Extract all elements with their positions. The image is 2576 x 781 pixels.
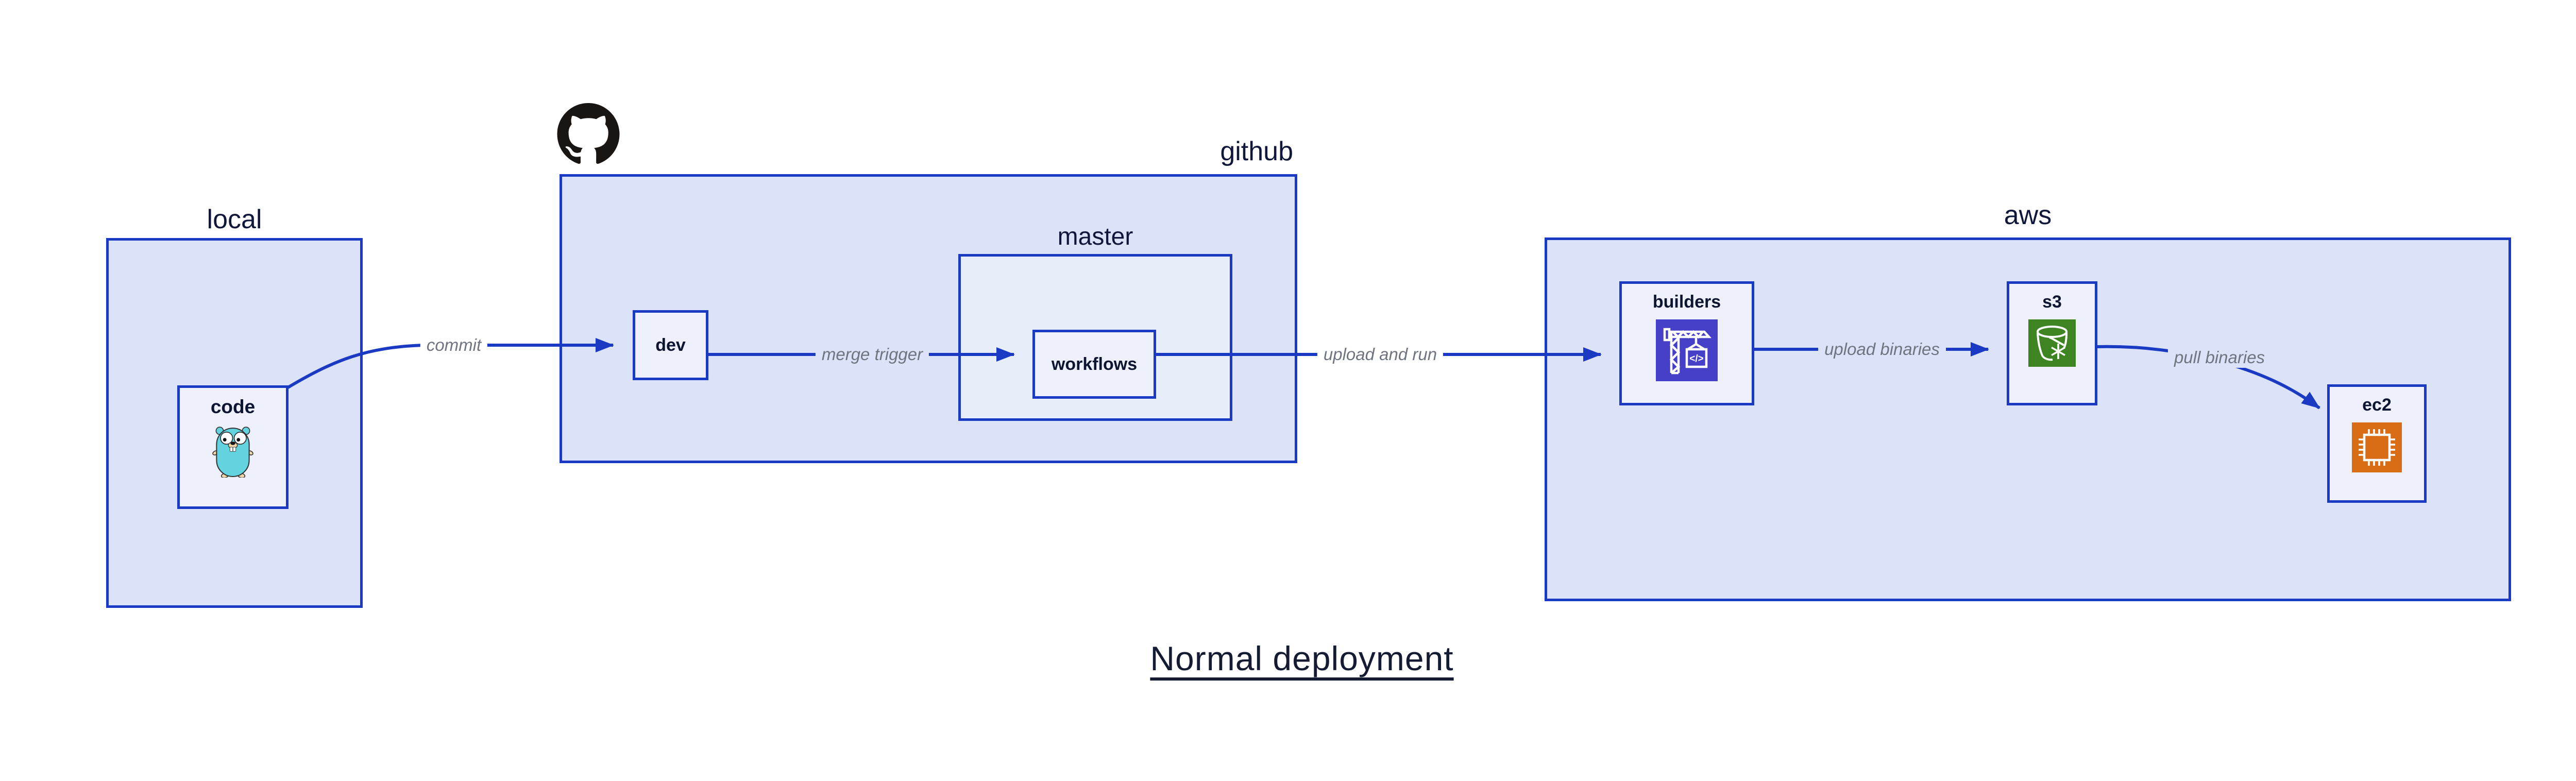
s3-glacier-bucket-icon — [2028, 319, 2076, 367]
local-label: local — [207, 205, 262, 234]
node-workflows: workflows — [1032, 330, 1156, 399]
edge-label-upload-binaries: upload binaries — [1818, 339, 1946, 360]
master-label: master — [1057, 223, 1133, 250]
node-builders-label: builders — [1652, 292, 1721, 312]
node-builders: builders </> — [1619, 281, 1754, 405]
edge-label-merge-trigger: merge trigger — [815, 344, 929, 365]
node-code: code — [177, 385, 289, 509]
codebuild-code-glyph: </> — [1689, 353, 1703, 364]
edge-label-commit: commit — [420, 335, 488, 355]
node-dev-label: dev — [655, 335, 686, 355]
title-row: Normal deployment — [0, 639, 2576, 678]
edge-label-pull-binaries: pull binaries — [2167, 347, 2272, 368]
ec2-chip-icon — [2352, 422, 2402, 472]
diagram-title: Normal deployment — [1150, 639, 1454, 677]
edge-label-upload-and-run: upload and run — [1317, 344, 1444, 365]
node-ec2-label: ec2 — [2362, 395, 2392, 415]
node-s3-label: s3 — [2042, 292, 2062, 312]
node-dev: dev — [633, 310, 708, 380]
node-code-label: code — [210, 396, 256, 417]
go-gopher-icon — [212, 425, 253, 478]
codebuild-crane-icon: </> — [1656, 319, 1718, 381]
node-ec2: ec2 — [2327, 384, 2427, 503]
aws-label: aws — [2004, 200, 2052, 230]
github-label: github — [1220, 137, 1293, 166]
github-octocat-icon — [556, 103, 620, 165]
node-workflows-label: workflows — [1051, 354, 1138, 374]
node-s3: s3 — [2007, 281, 2097, 405]
